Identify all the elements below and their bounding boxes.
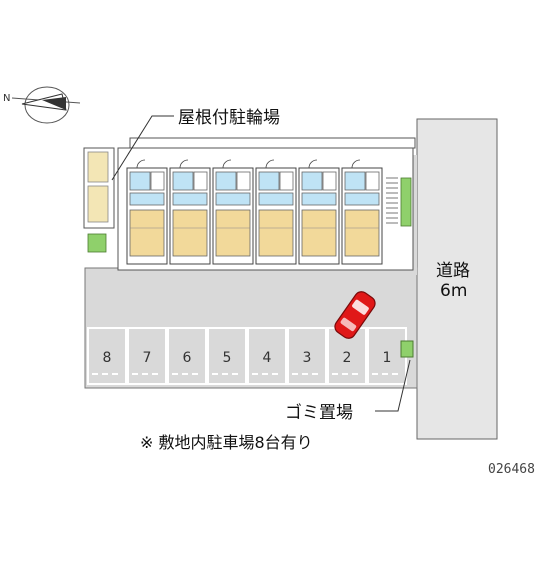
apartment-unit — [126, 159, 168, 265]
parking-space: 5 — [207, 327, 247, 385]
apartment-unit — [341, 159, 383, 265]
compass-icon — [11, 86, 81, 124]
apartment-units — [126, 159, 398, 265]
apartment-unit — [212, 159, 254, 265]
road — [416, 118, 498, 440]
parking-space: 3 — [287, 327, 327, 385]
parking-space-number: 3 — [303, 350, 312, 366]
garbage-leader-line — [375, 359, 411, 412]
parking-space: 4 — [247, 327, 287, 385]
parking-note: ※ 敷地内駐車場8台有り — [140, 433, 313, 452]
parking-space: 7 — [127, 327, 167, 385]
road-width-label: 6m — [440, 281, 468, 301]
parking-space-number: 2 — [343, 350, 352, 366]
parking-space-number: 4 — [263, 350, 272, 366]
apartment-unit — [298, 159, 340, 265]
garbage-area — [400, 340, 414, 358]
parking-space-number: 6 — [183, 350, 192, 366]
planting — [87, 233, 107, 253]
parking-space-number: 8 — [103, 350, 112, 366]
apartment-unit — [169, 159, 211, 265]
building-roof-line — [129, 137, 416, 149]
garbage-label: ゴミ置場 — [285, 403, 353, 423]
bicycle-leader-line — [111, 115, 174, 181]
bicycle-rack — [87, 151, 109, 183]
parking-space-number: 7 — [143, 350, 152, 366]
car-icon — [334, 291, 376, 339]
parking-space: 6 — [167, 327, 207, 385]
compass-north-letter: N — [3, 93, 10, 104]
parking-space-number: 5 — [223, 350, 232, 366]
planting — [400, 177, 412, 227]
staircase — [386, 177, 398, 224]
bicycle-parking-label: 屋根付駐輪場 — [178, 108, 280, 128]
apartment-unit — [255, 159, 297, 265]
bicycle-rack — [87, 185, 109, 223]
road-label: 道路 — [436, 261, 470, 281]
parking-space-number: 1 — [383, 350, 392, 366]
parking-space: 8 — [87, 327, 127, 385]
property-code: 026468 — [488, 462, 535, 477]
